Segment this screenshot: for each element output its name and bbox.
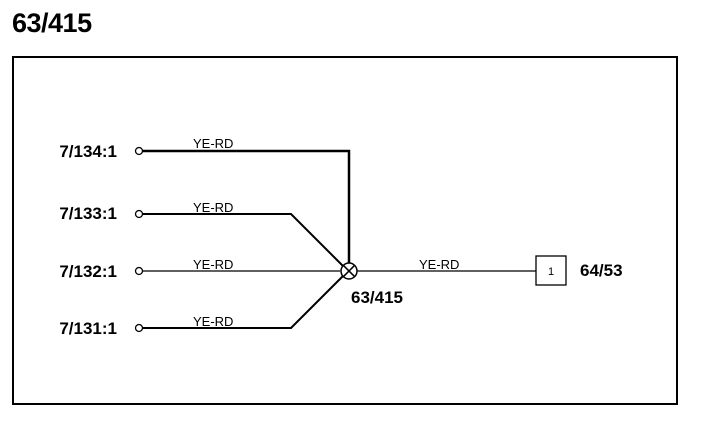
input-wire bbox=[143, 149, 351, 265]
input-pin-label: 7/134:1 bbox=[59, 142, 117, 161]
connector-pin-number: 1 bbox=[548, 266, 554, 278]
wire-color-label: YE-RD bbox=[193, 257, 233, 272]
wire-color-label: YE-RD bbox=[419, 257, 459, 272]
diagram-frame bbox=[12, 56, 678, 405]
input-terminal bbox=[134, 146, 144, 156]
page-title: 63/415 bbox=[12, 8, 92, 38]
wire-color-label: YE-RD bbox=[193, 200, 233, 215]
input-terminal bbox=[134, 323, 144, 333]
wire-color-label: YE-RD bbox=[193, 314, 233, 329]
input-pin-label: 7/133:1 bbox=[59, 204, 117, 223]
connector-pin-box bbox=[535, 255, 567, 286]
wire-color-label: YE-RD bbox=[193, 136, 233, 151]
input-pin-label: 7/132:1 bbox=[59, 262, 117, 281]
input-pin-label: 7/131:1 bbox=[59, 319, 117, 338]
input-terminal bbox=[134, 209, 144, 219]
splice-label: 63/415 bbox=[351, 288, 403, 307]
splice-node-icon bbox=[340, 262, 358, 280]
connector-label: 64/53 bbox=[580, 261, 623, 280]
input-wire bbox=[143, 275, 344, 329]
input-wire bbox=[143, 213, 344, 267]
input-terminal bbox=[134, 266, 144, 276]
